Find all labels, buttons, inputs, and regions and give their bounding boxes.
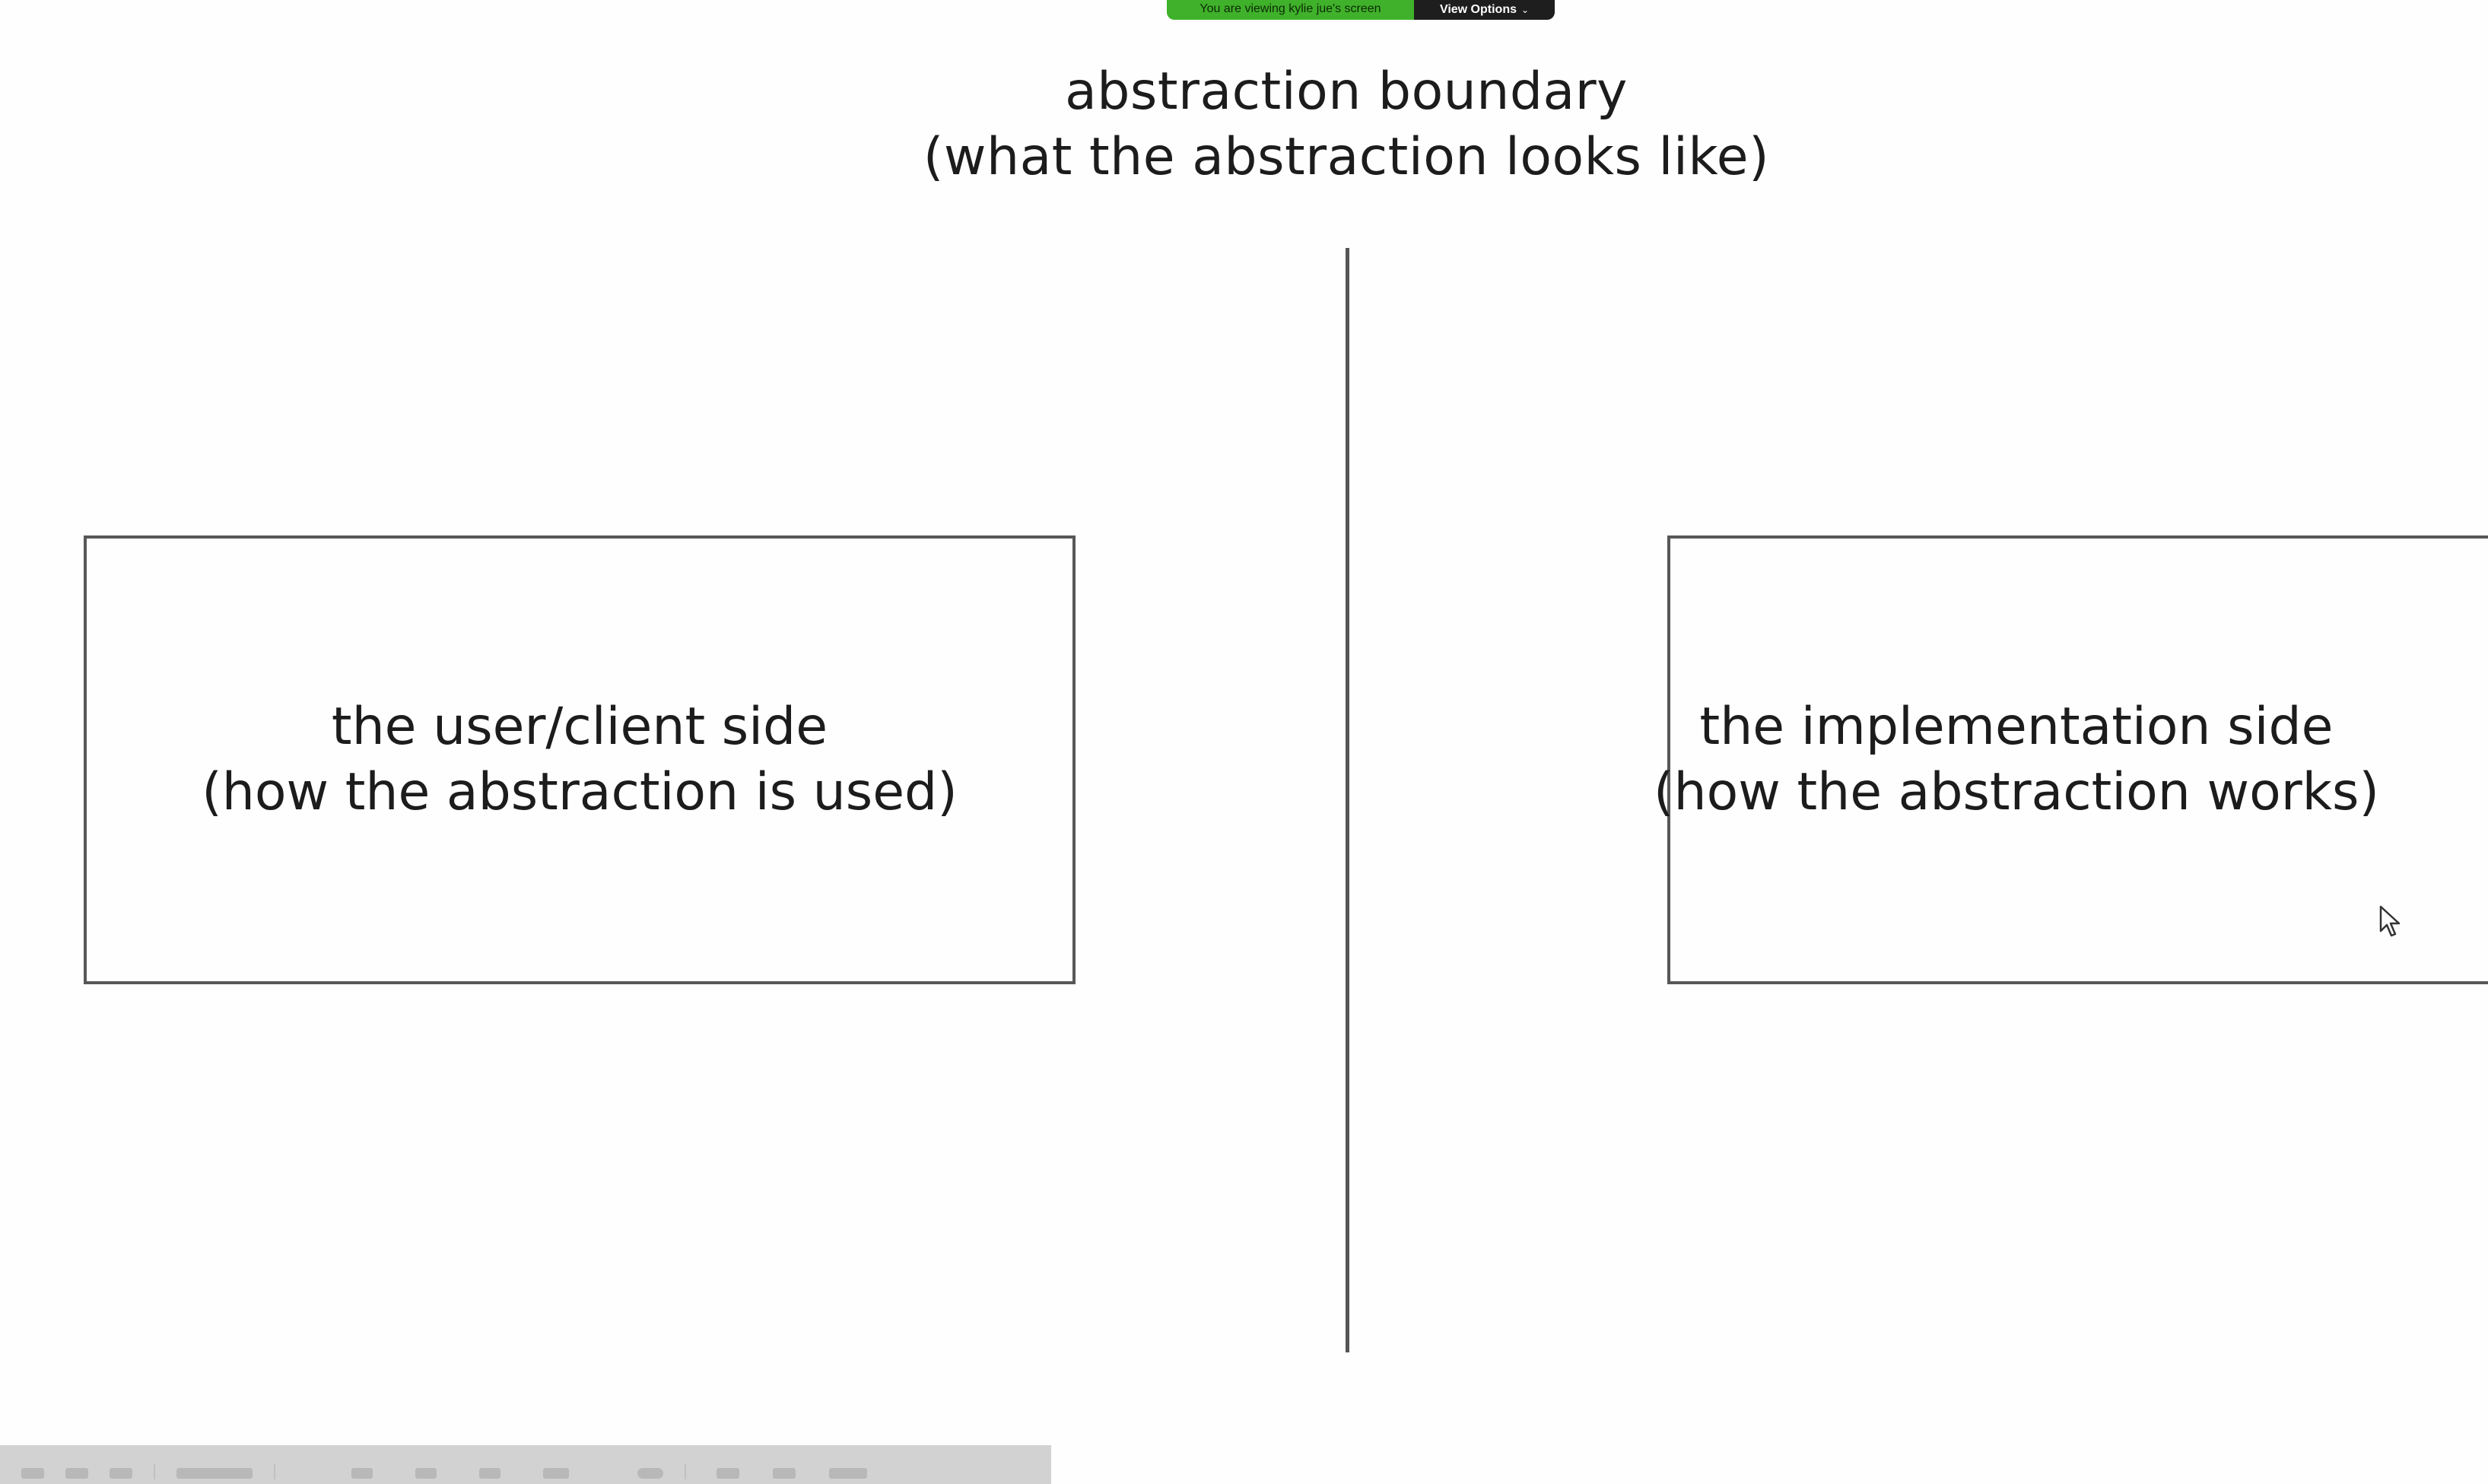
toolbar-icon[interactable] — [543, 1468, 569, 1479]
implementation-side-text: the implementation side (how the abstrac… — [1495, 694, 2488, 825]
presentation-toolbar — [0, 1445, 1051, 1484]
implementation-side-line-2: (how the abstraction works) — [1654, 762, 2379, 822]
toolbar-icon[interactable] — [479, 1468, 500, 1479]
toolbar-icon[interactable] — [773, 1468, 796, 1479]
slide-title: abstraction boundary (what the abstracti… — [0, 59, 2488, 190]
toolbar-icon[interactable] — [351, 1468, 373, 1479]
viewing-screen-label: You are viewing kylie jue's screen — [1167, 0, 1414, 20]
abstraction-boundary-divider — [1346, 248, 1349, 1352]
toolbar-icon[interactable] — [21, 1468, 44, 1479]
toolbar-icon[interactable] — [65, 1468, 88, 1479]
screen-share-banner: You are viewing kylie jue's screen View … — [1167, 0, 1555, 20]
user-client-side-box: the user/client side (how the abstractio… — [84, 535, 1076, 984]
toolbar-icon[interactable] — [176, 1468, 253, 1479]
toolbar-separator — [685, 1463, 686, 1479]
user-client-side-line-2: (how the abstraction is used) — [202, 762, 958, 822]
toolbar-separator — [154, 1463, 155, 1479]
toolbar-icon[interactable] — [717, 1468, 739, 1479]
user-client-side-text: the user/client side (how the abstractio… — [202, 694, 957, 825]
view-options-label: View Options — [1439, 3, 1517, 16]
chevron-down-icon: ⌄ — [1521, 5, 1530, 15]
slide-title-line-1: abstraction boundary — [1065, 62, 1628, 122]
toolbar-icon[interactable] — [637, 1468, 663, 1479]
toolbar-icon[interactable] — [829, 1468, 867, 1479]
toolbar-icon[interactable] — [110, 1468, 132, 1479]
toolbar-icon[interactable] — [415, 1468, 437, 1479]
user-client-side-line-1: the user/client side — [331, 697, 828, 757]
toolbar-separator — [274, 1463, 275, 1479]
view-options-button[interactable]: View Options ⌄ — [1414, 0, 1555, 20]
implementation-side-box: the implementation side (how the abstrac… — [1654, 535, 2488, 984]
mouse-pointer-icon — [2379, 905, 2401, 937]
slide-title-line-2: (what the abstraction looks like) — [923, 127, 1770, 187]
implementation-side-line-1: the implementation side — [1699, 697, 2334, 757]
